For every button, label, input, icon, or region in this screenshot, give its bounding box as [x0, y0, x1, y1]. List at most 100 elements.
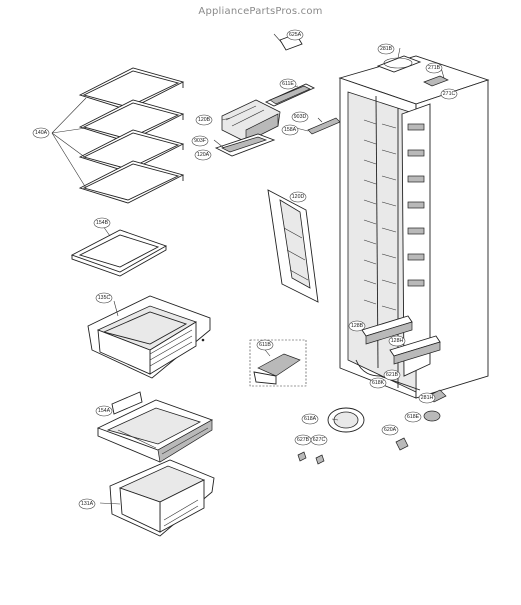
- callout-625a: 625A: [286, 29, 304, 41]
- callout-text: 903F: [194, 138, 206, 144]
- callout-120a: 120A: [194, 149, 212, 161]
- callout-bubble: [310, 434, 328, 446]
- callout-text: 618E: [407, 414, 420, 420]
- callout-bubble: [369, 377, 387, 389]
- callout-135c: 135C: [95, 292, 113, 304]
- freezer-drawer: [99, 459, 215, 537]
- callout-bubble: [191, 135, 209, 147]
- callout-text: 627C: [313, 437, 326, 443]
- crisper-cover-frame: [70, 225, 168, 277]
- callout-bubble: [388, 335, 406, 347]
- glass-shelf: [78, 67, 185, 111]
- callout-text: 120D: [292, 194, 305, 200]
- callout-281h: 281H: [418, 392, 436, 404]
- callout-text: 611B: [259, 342, 271, 348]
- callout-bubble: [348, 320, 366, 332]
- callout-text: 120B: [198, 117, 211, 123]
- callout-text: 618A: [304, 416, 317, 422]
- callout-618a: 618A: [301, 413, 319, 425]
- crisper-drawer: [87, 295, 211, 379]
- callout-bubble: [95, 405, 113, 417]
- callout-627c: 627C: [310, 434, 328, 446]
- callout-bubble: [440, 88, 458, 100]
- callout-text: 131A: [81, 501, 94, 507]
- callout-618k: 618K: [369, 377, 387, 389]
- callout-bubble: [78, 498, 96, 510]
- callout-bubble: [95, 292, 113, 304]
- callout-text: 903D: [294, 114, 307, 120]
- callout-text: 140A: [35, 130, 48, 136]
- callout-bubble: [301, 413, 319, 425]
- callout-text: 154A: [98, 408, 111, 414]
- fan-motor-ring: [327, 407, 365, 433]
- callout-120d: 120D: [289, 191, 307, 203]
- callout-text: 281H: [421, 395, 434, 401]
- callout-611b: 611B: [256, 339, 274, 351]
- thermistor: [395, 437, 409, 451]
- callout-bubble: [281, 124, 299, 136]
- lower-trim: [213, 133, 276, 157]
- callout-271b: 271B: [425, 62, 443, 74]
- callout-bubble: [93, 217, 111, 229]
- callout-bubble: [425, 62, 443, 74]
- light-module: [249, 339, 307, 387]
- callout-620a: 620A: [381, 424, 399, 436]
- watermark: AppliancePartsPros.com: [198, 6, 323, 17]
- callout-bubble: [383, 369, 401, 381]
- glass-shelf: [78, 129, 185, 173]
- callout-bubble: [418, 392, 436, 404]
- callout-bubble: [195, 114, 213, 126]
- callout-131a: 131A: [78, 498, 96, 510]
- callout-text: 128B: [351, 323, 364, 329]
- cabinet-liner: [338, 47, 490, 399]
- callout-281b: 281B: [377, 43, 395, 55]
- callout-bubble: [194, 149, 212, 161]
- callout-154a: 154A: [95, 405, 113, 417]
- glass-shelf: [78, 99, 185, 143]
- callout-bubble: [381, 424, 399, 436]
- callout-text: 611E: [282, 81, 294, 87]
- callout-text: 158A: [284, 127, 297, 133]
- callout-154b: 154B: [93, 217, 111, 229]
- glass-shelf: [78, 160, 185, 204]
- callout-621b: 621B: [383, 369, 401, 381]
- callout-903d: 903D: [291, 111, 309, 123]
- callout-text: 625A: [289, 32, 302, 38]
- callout-158a: 158A: [281, 124, 299, 136]
- callout-bubble: [377, 43, 395, 55]
- callout-text: 627B: [297, 437, 310, 443]
- air-duct-assembly: [221, 99, 281, 143]
- crisper-door-panel: [267, 189, 319, 303]
- callout-bubble: [289, 191, 307, 203]
- callout-text: 120A: [197, 152, 210, 158]
- callout-903f: 903F: [191, 135, 209, 147]
- callout-text: 154B: [96, 220, 109, 226]
- freezer-basket: [96, 391, 214, 463]
- callout-bubble: [32, 127, 50, 139]
- callout-bubble: [286, 29, 304, 41]
- callout-618e: 618E: [404, 411, 422, 423]
- glass-shelf-stack: [51, 67, 185, 204]
- callout-128h: 128H: [388, 335, 406, 347]
- callout-labels: 625A 281B 271B 271C 611E 120B 903D 903F 158A 120A…: [32, 29, 458, 510]
- callout-120b: 120B: [195, 114, 213, 126]
- callout-text: 618K: [372, 380, 385, 386]
- callout-bubble: [404, 411, 422, 423]
- callout-627b: 627B: [294, 434, 312, 446]
- callout-text: 271C: [443, 91, 456, 97]
- callout-128b: 128B: [348, 320, 366, 332]
- callout-271c: 271C: [440, 88, 458, 100]
- liner-shelf-ribs: [363, 119, 397, 311]
- callout-bubble: [256, 339, 274, 351]
- callout-text: 281B: [380, 46, 393, 52]
- callout-text: 135C: [98, 295, 111, 301]
- callout-140a: 140A: [32, 127, 50, 139]
- heater-clips: [297, 451, 325, 465]
- callout-bubble: [279, 78, 297, 90]
- callout-bubble: [291, 111, 309, 123]
- callout-text: 128H: [391, 338, 404, 344]
- callout-text: 621B: [386, 372, 399, 378]
- door-bin-slots: [407, 123, 425, 287]
